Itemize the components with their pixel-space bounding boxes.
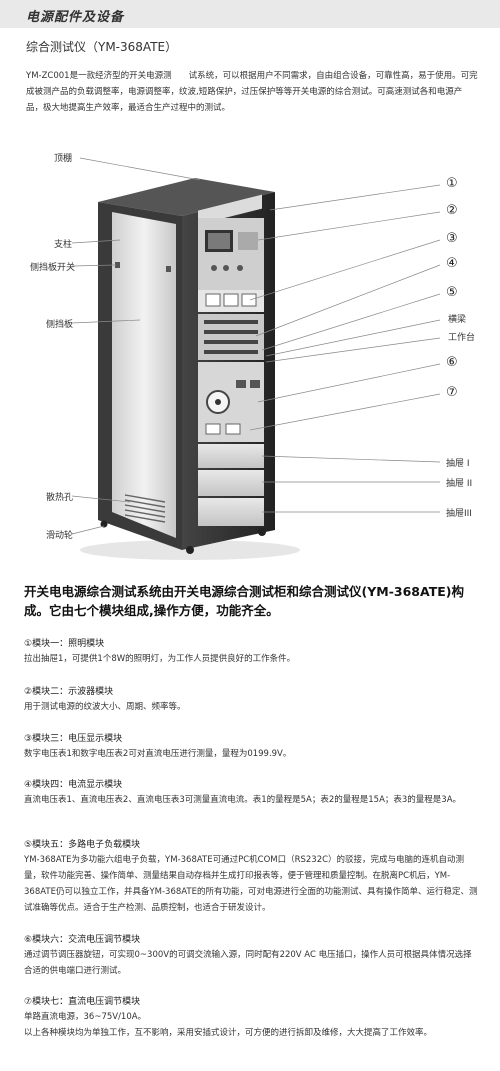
module-title: ④模块四：电流显示模块	[24, 780, 123, 790]
module-text: 通过调节调压器旋钮，可实现0~300V的可调交流输入源，同时配有220V AC …	[24, 950, 472, 976]
section-title: 电源配件及设备	[26, 10, 125, 25]
label-drawer-1: 抽屉 I	[446, 459, 470, 469]
marker-1: ①	[446, 176, 458, 191]
marker-6: ⑥	[446, 355, 458, 370]
label-workbench: 工作台	[448, 333, 476, 343]
module-6: ⑥模块六：交流电压调节模块 通过调节调压器旋钮，可实现0~300V的可调交流输入…	[24, 933, 480, 979]
cabinet-illustration	[71, 157, 441, 560]
footer-note: 以上各种模块均为单独工作，互不影响，采用安插式设计，可方便的进行拆卸及维修，大大…	[24, 1028, 433, 1038]
marker-2: ②	[446, 203, 458, 218]
module-4: ④模块四：电流显示模块 直流电压表1、直流电压表2、直流电压表3可测量直流电流。…	[24, 778, 480, 808]
label-side-panel: 侧挡板	[46, 320, 74, 330]
module-title: ③模块三：电压显示模块	[24, 734, 123, 744]
module-text: 拉出抽屉1，可提供1个8W的照明灯，为工作人员提供良好的工作条件。	[24, 654, 296, 664]
label-crossbeam: 横梁	[448, 315, 467, 325]
module-text: 单路直流电源，36~75V/10A。	[24, 1012, 147, 1022]
module-2: ②模块二：示波器模块 用于测试电源的纹波大小、周期、频率等。	[24, 685, 480, 715]
product-title: 综合测试仪（YM-368ATE）	[26, 40, 178, 54]
label-drawer-3: 抽屉III	[446, 509, 472, 519]
module-7: ⑦模块七：直流电压调节模块 单路直流电源，36~75V/10A。 以上各种模块均…	[24, 995, 480, 1041]
label-roof: 顶棚	[54, 154, 73, 164]
cabinet-figure: 顶棚 支柱 侧挡板开关 侧挡板 散热孔 滑动轮 ① ② ③ ④ ⑤ 横梁 工作台…	[0, 140, 500, 580]
module-title: ⑤模块五：多路电子负载模块	[24, 840, 141, 850]
module-1: ①模块一：照明模块 拉出抽屉1，可提供1个8W的照明灯，为工作人员提供良好的工作…	[24, 637, 480, 667]
module-title: ⑦模块七：直流电压调节模块	[24, 997, 141, 1007]
module-text: 直流电压表1、直流电压表2、直流电压表3可测量直流电流。表1的量程是5A；表2的…	[24, 795, 462, 805]
module-title: ②模块二：示波器模块	[24, 687, 114, 697]
system-headline: 开关电电源综合测试系统由开关电源综合测试柜和综合测试仪(YM-368ATE)构成…	[24, 584, 464, 618]
module-title: ⑥模块六：交流电压调节模块	[24, 935, 141, 945]
module-text: 数字电压表1和数字电压表2可对直流电压进行测量，量程为0199.9V。	[24, 749, 292, 759]
label-pillar: 支柱	[54, 240, 73, 250]
marker-4: ④	[446, 256, 458, 271]
module-text: 用于测试电源的纹波大小、周期、频率等。	[24, 702, 186, 712]
module-5: ⑤模块五：多路电子负载模块 YM-368ATE为多功能六组电子负载，YM-368…	[24, 838, 480, 916]
module-title: ①模块一：照明模块	[24, 639, 105, 649]
section-header	[0, 0, 500, 28]
label-vent: 散热孔	[46, 493, 74, 503]
label-caster: 滑动轮	[46, 531, 74, 541]
marker-3: ③	[446, 231, 458, 246]
marker-5: ⑤	[446, 285, 458, 300]
label-drawer-2: 抽屉 II	[446, 479, 473, 489]
module-text: YM-368ATE为多功能六组电子负载，YM-368ATE可通过PC机COM口（…	[24, 855, 478, 913]
module-3: ③模块三：电压显示模块 数字电压表1和数字电压表2可对直流电压进行测量，量程为0…	[24, 732, 480, 762]
intro-paragraph: YM-ZC001是一款经济型的开关电源测 试系统，可以根据用户不同需求，自由组合…	[26, 71, 478, 113]
label-side-panel-switch: 侧挡板开关	[30, 263, 76, 273]
marker-7: ⑦	[446, 385, 458, 400]
